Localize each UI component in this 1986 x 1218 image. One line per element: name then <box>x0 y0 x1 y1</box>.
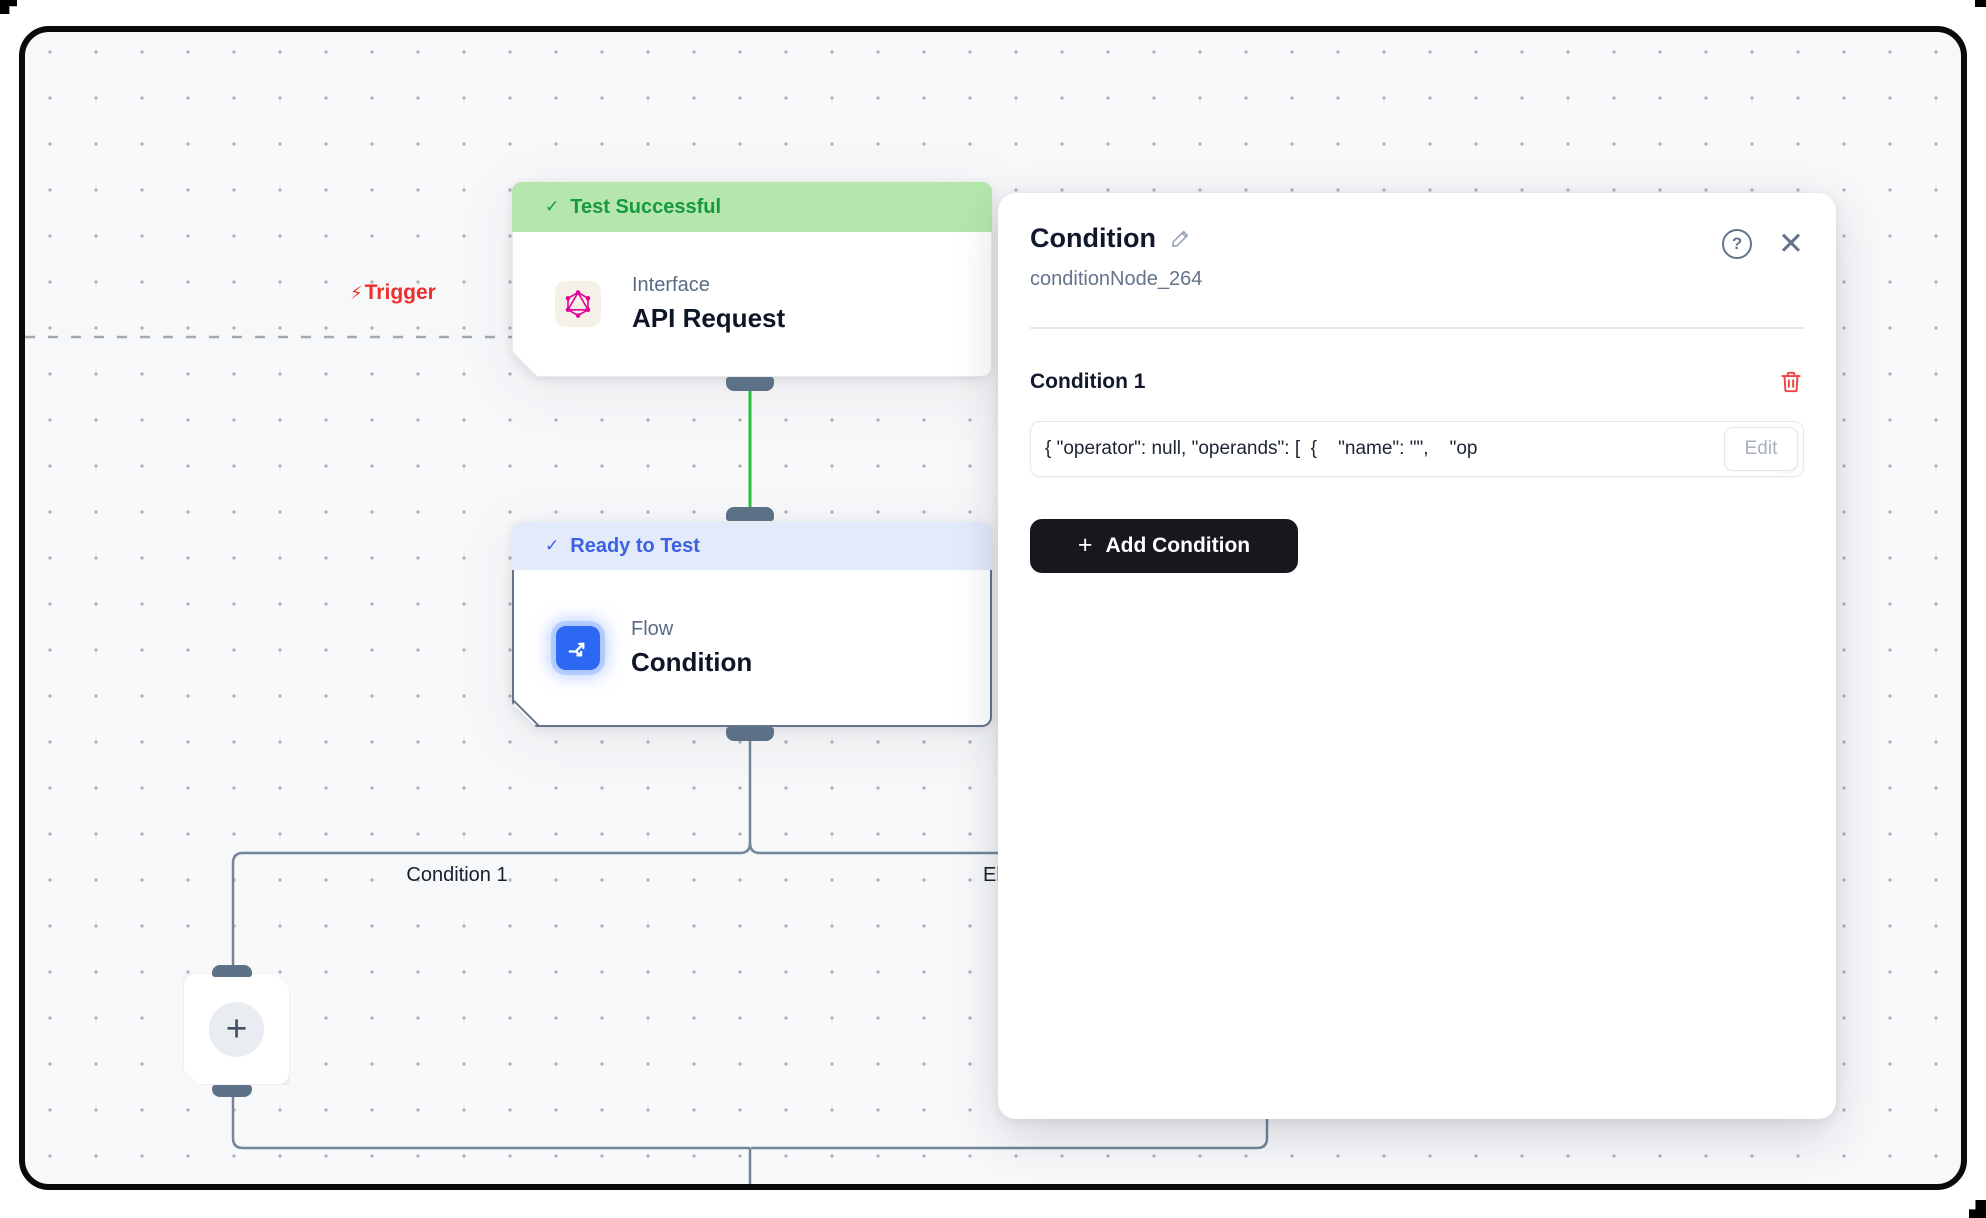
node-title: Condition <box>631 646 753 677</box>
node-status-banner-ready: ✓ Ready to Test <box>512 522 992 570</box>
workflow-canvas[interactable]: ⚡ Trigger ✓ Test Successful <box>25 32 1961 1184</box>
node-title: API Request <box>632 303 786 333</box>
panel-title: Condition <box>1030 223 1156 253</box>
node-status-banner-success: ✓ Test Successful <box>512 182 992 232</box>
add-node-button[interactable]: + <box>183 973 290 1085</box>
panel-divider <box>1030 327 1804 329</box>
condition-node-output-handle[interactable] <box>726 727 774 741</box>
check-icon: ✓ <box>545 536 560 555</box>
trigger-label-text: Trigger <box>364 281 436 304</box>
help-glyph: ? <box>1731 234 1743 253</box>
panel-title-row: Condition <box>1030 223 1192 254</box>
plus-icon: + <box>209 1002 264 1057</box>
api-node-body: Interface API Request <box>512 232 992 377</box>
condition-expression-text: { "operator": null, "operands": [ { "nam… <box>1045 437 1478 459</box>
add-node-output-handle[interactable] <box>212 1085 252 1097</box>
node-category: Flow <box>631 617 674 640</box>
delete-condition-button[interactable] <box>1778 369 1804 395</box>
api-request-node[interactable]: ✓ Test Successful <box>512 182 992 377</box>
plus-icon: + <box>1077 531 1093 559</box>
artifact-mark-bottom-right <box>1969 1200 1986 1218</box>
api-node-output-handle[interactable] <box>726 377 774 391</box>
node-category: Interface <box>632 274 710 296</box>
graphql-icon <box>555 281 601 327</box>
edge-plus-to-merge <box>231 1097 750 1150</box>
workflow-frame: ⚡ Trigger ✓ Test Successful <box>19 26 1967 1190</box>
artifact-mark-top-right <box>1975 0 1986 7</box>
node-id: conditionNode_264 <box>1030 268 1203 290</box>
help-icon[interactable]: ? <box>1722 229 1753 259</box>
condition-node-text: Flow Condition <box>631 618 752 678</box>
condition-section-heading: Condition 1 <box>1030 369 1146 393</box>
bolt-icon: ⚡ <box>350 282 363 303</box>
condition-node-body: Flow Condition <box>512 570 992 727</box>
flow-split-icon <box>556 626 600 670</box>
edge-condition-branch-left <box>231 741 752 965</box>
panel-header: Condition ? ✕ <box>1030 223 1804 259</box>
api-node-text: Interface API Request <box>632 274 785 334</box>
add-node-input-handle[interactable] <box>212 965 252 977</box>
edit-button[interactable]: Edit <box>1724 426 1798 471</box>
artifact-mark-top-left <box>0 0 17 14</box>
node-status-text: Ready to Test <box>570 534 700 557</box>
branch-label-condition-1: Condition 1 <box>406 864 508 886</box>
check-icon: ✓ <box>545 197 560 216</box>
condition-node-input-handle[interactable] <box>726 507 774 521</box>
node-status-text: Test Successful <box>570 195 722 218</box>
panel-actions: ? ✕ <box>1722 226 1804 261</box>
condition-config-panel: Condition ? ✕ <box>998 193 1836 1119</box>
condition-node[interactable]: ✓ Ready to Test Flow Conditio <box>512 522 992 727</box>
condition-section-header: Condition 1 <box>1030 369 1804 395</box>
edit-name-pencil-icon[interactable] <box>1169 227 1192 250</box>
close-icon[interactable]: ✕ <box>1778 226 1804 261</box>
add-condition-label: Add Condition <box>1105 533 1251 557</box>
trigger-label: ⚡ Trigger <box>350 281 436 305</box>
add-condition-button[interactable]: + Add Condition <box>1030 518 1298 573</box>
corner-fold <box>512 351 539 378</box>
corner-fold <box>513 700 540 727</box>
condition-expression-input[interactable]: { "operator": null, "operands": [ { "nam… <box>1030 420 1804 477</box>
